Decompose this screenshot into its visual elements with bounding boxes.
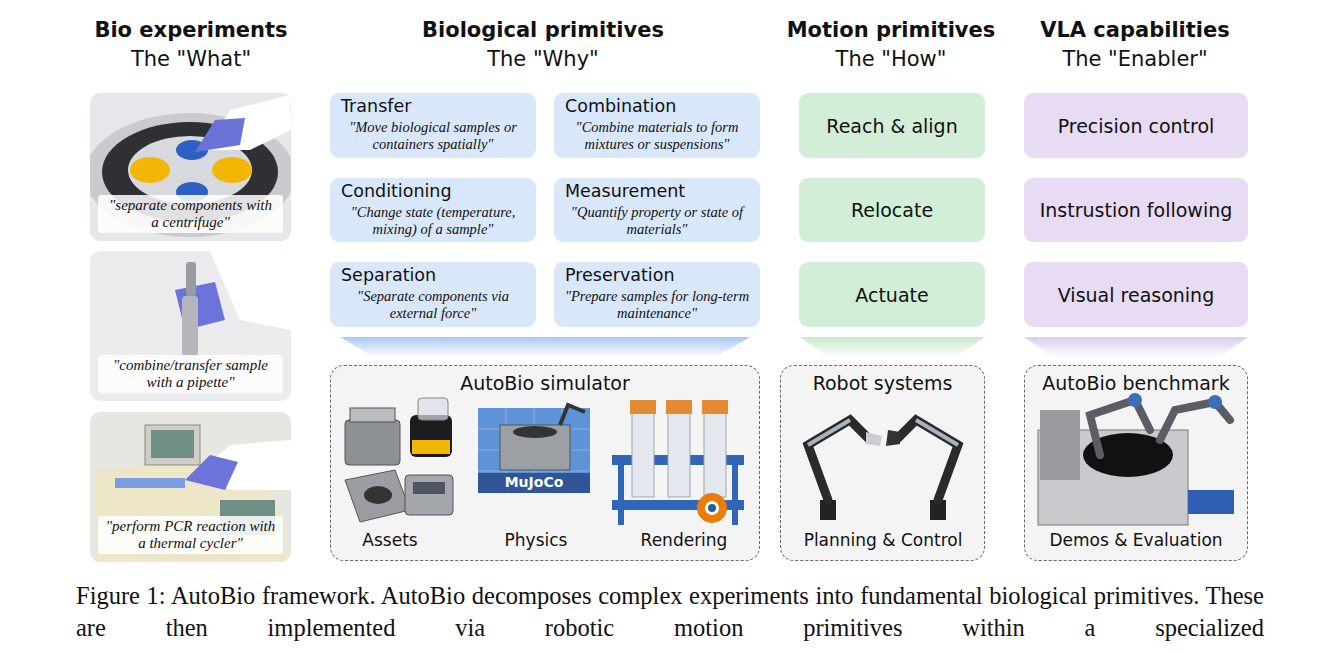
rotor-bucket (212, 157, 252, 183)
photo-caption: "perform PCR reaction with a thermal cyc… (98, 516, 283, 554)
motion-box: Reach & align (799, 93, 985, 158)
motion-box: Relocate (799, 178, 985, 242)
box-label: Visual reasoning (1058, 284, 1214, 306)
primitive-title: Combination (554, 93, 760, 117)
column-heading: Biological primitives (393, 18, 693, 42)
system-panel: AutoBio simulatorAssetsPhysicsRendering (330, 365, 760, 561)
primitive-title: Measurement (554, 178, 760, 202)
panel-title: Robot systems (781, 372, 984, 394)
column-heading: Bio experiments (41, 18, 341, 42)
column-subheading: The "What" (41, 47, 341, 71)
column-heading: Motion primitives (741, 18, 1041, 42)
panel-sublabel: Planning & Control (783, 530, 983, 550)
motion-box: Actuate (799, 262, 985, 327)
photo-background (90, 251, 291, 401)
primitive-description: "Combine materials to form mixtures or s… (554, 117, 760, 153)
primitive-box: Transfer"Move biological samples or cont… (330, 93, 536, 158)
photo-panel: "separate components with a centrifuge" (90, 93, 291, 241)
panel-sublabel: Assets (290, 530, 490, 550)
gloved-hand (185, 455, 238, 490)
column-subheading: The "How" (741, 47, 1041, 71)
panel-title: AutoBio benchmark (1025, 372, 1247, 394)
cycler-screen (151, 430, 194, 458)
system-panel: Robot systemsPlanning & Control (780, 365, 985, 561)
primitive-description: "Quantify property or state of materials… (554, 202, 760, 238)
photo-panel: "perform PCR reaction with a thermal cyc… (90, 412, 291, 562)
primitive-title: Conditioning (330, 178, 536, 202)
cycler-lid (145, 425, 200, 465)
primitive-box: Conditioning"Change state (temperature, … (330, 178, 536, 242)
primitive-box: Preservation"Prepare samples for long-te… (554, 262, 760, 327)
figure-caption: Figure 1: AutoBio framework. AutoBio dec… (76, 580, 1264, 644)
primitive-box: Measurement"Quantify property or state o… (554, 178, 760, 242)
pipette-plunger (186, 262, 196, 296)
primitive-title: Separation (330, 262, 536, 286)
centrifuge-photo (90, 93, 291, 241)
capability-box: Instrustion following (1024, 178, 1248, 242)
primitive-box: Separation"Separate components via exter… (330, 262, 536, 327)
primitive-description: "Change state (temperature, mixing) of a… (330, 202, 536, 238)
primitive-box: Combination"Combine materials to form mi… (554, 93, 760, 158)
funnel (1024, 337, 1248, 358)
funnel (340, 337, 750, 358)
capability-box: Visual reasoning (1024, 262, 1248, 327)
primitive-title: Preservation (554, 262, 760, 286)
sample-wells (115, 478, 185, 488)
thermal-cycler-photo (90, 412, 291, 562)
box-label: Relocate (851, 199, 933, 221)
primitive-description: "Separate components via external force" (330, 286, 536, 322)
pipette-photo (90, 251, 291, 401)
panel-sublabel: Demos & Evaluation (1036, 530, 1236, 550)
panel-title: AutoBio simulator (331, 372, 759, 394)
photo-caption: "separate components with a centrifuge" (98, 195, 283, 233)
primitive-description: "Prepare samples for long-term maintenan… (554, 286, 760, 322)
column-heading: VLA capabilities (985, 18, 1285, 42)
rotor-bucket (130, 157, 170, 183)
primitive-title: Transfer (330, 93, 536, 117)
photo-background (90, 412, 291, 562)
box-label: Reach & align (826, 115, 957, 137)
column-subheading: The "Enabler" (985, 47, 1285, 71)
gloved-hand (195, 118, 245, 152)
box-label: Precision control (1058, 115, 1215, 137)
primitive-description: "Move biological samples or containers s… (330, 117, 536, 153)
box-label: Actuate (855, 284, 928, 306)
panel-sublabel: Rendering (584, 530, 784, 550)
system-panel: AutoBio benchmarkDemos & Evaluation (1024, 365, 1248, 561)
box-label: Instrustion following (1040, 199, 1233, 221)
funnel (800, 337, 985, 358)
column-subheading: The "Why" (393, 47, 693, 71)
pipette-body (182, 296, 198, 356)
photo-caption: "combine/transfer sample with a pipette" (98, 355, 283, 393)
photo-panel: "combine/transfer sample with a pipette" (90, 251, 291, 401)
panel-sublabel: Physics (436, 530, 636, 550)
logo-text: MuJoCo (384, 474, 684, 490)
capability-box: Precision control (1024, 93, 1248, 158)
